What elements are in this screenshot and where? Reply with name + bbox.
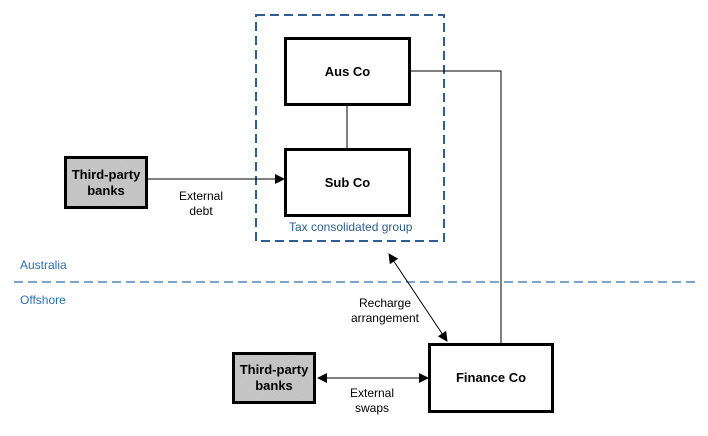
finance-co-box[interactable]: Finance Co <box>428 343 554 413</box>
external-swaps-label: External swaps <box>349 386 395 415</box>
region-offshore: Offshore <box>20 293 66 307</box>
arrow-recharge <box>388 253 448 342</box>
sub-co-label: Sub Co <box>324 174 371 190</box>
aus-co-label: Aus Co <box>324 63 371 79</box>
finance-co-label: Finance Co <box>455 370 527 385</box>
banks-top-label: Third-party banks <box>71 166 141 198</box>
tax-group-label: Tax consolidated group <box>289 220 413 234</box>
tax-group-border <box>255 14 445 242</box>
external-debt-label: External debt <box>178 189 224 218</box>
region-australia: Australia <box>20 258 67 272</box>
connector-aus-finance <box>410 70 502 343</box>
third-party-banks-top[interactable]: Third-party banks <box>64 156 148 209</box>
aus-co-box[interactable]: Aus Co <box>284 37 411 106</box>
third-party-banks-bottom[interactable]: Third-party banks <box>232 352 316 404</box>
recharge-arrangement-label: Recharge arrangement <box>350 296 420 325</box>
banks-bottom-label: Third-party banks <box>239 362 309 393</box>
sub-co-box[interactable]: Sub Co <box>284 148 411 217</box>
